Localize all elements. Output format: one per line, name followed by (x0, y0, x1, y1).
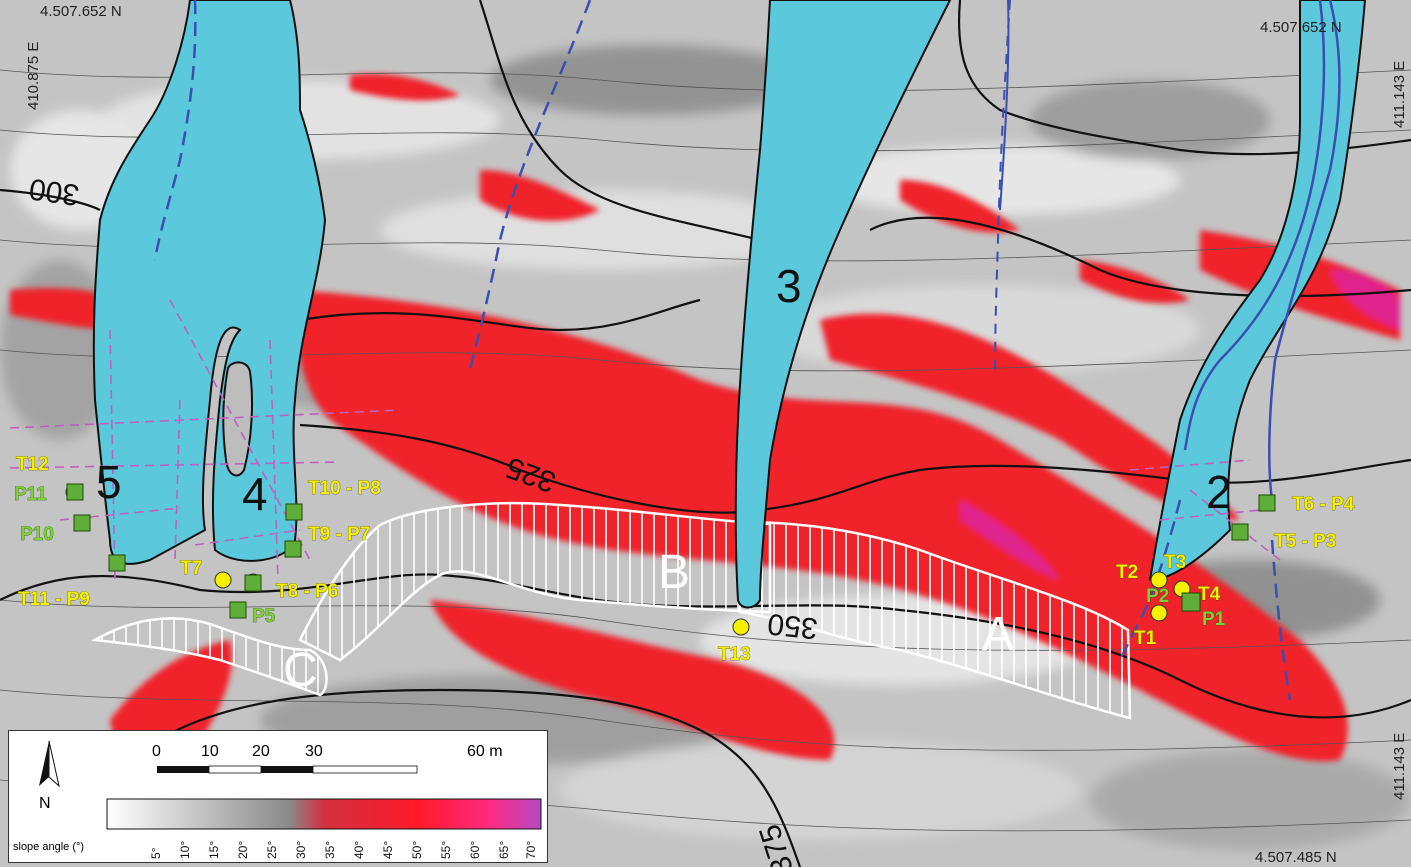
contour-350-label: 350 (766, 607, 819, 645)
zone-a-polygon (738, 520, 1132, 720)
zone-a-label: A (982, 608, 1014, 661)
point-label-t11-p9: T11 - P9 (18, 589, 90, 610)
channel-4-island (222, 361, 253, 477)
point-label-t8-p6: T8 - P6 (276, 581, 338, 602)
coord-top-right-e: 411.143 E (1391, 61, 1408, 128)
green-markers (66, 483, 1276, 619)
channel-5-label: 5 (96, 456, 122, 508)
north-arrow-icon (39, 740, 60, 788)
point-label-t7: T7 (180, 558, 202, 579)
point-label-p2: P2 (1146, 586, 1169, 607)
tick-30: 30° (294, 840, 308, 859)
channel-5-4-body (92, 0, 327, 565)
point-label-t2: T2 (1116, 562, 1138, 583)
coord-top-left-n: 4.507.652 N (40, 3, 122, 20)
channel-2-label: 2 (1206, 466, 1232, 518)
point-label-t3: T3 (1164, 552, 1186, 573)
tick-10: 10° (178, 840, 192, 859)
tick-65: 65° (497, 840, 511, 859)
zone-b-polygon (298, 501, 772, 662)
coordinate-labels: 4.507.652 N 4.507.652 N 4.507.485 N 410.… (25, 3, 1408, 866)
point-label-p1: P1 (1202, 609, 1226, 630)
gradient-title: slope angle (°) (13, 841, 85, 853)
zone-b-label: B (658, 546, 690, 599)
point-label-t4: T4 (1198, 584, 1221, 605)
stream-lines (153, 0, 1341, 701)
point-label-t6-p4: T6 - P4 (1292, 494, 1355, 515)
zone-c-polygon (91, 617, 328, 697)
sampling-points (65, 483, 1276, 636)
point-label-t10-p8: T10 - P8 (308, 478, 381, 499)
point-label-t12: T12 (16, 454, 49, 475)
channel-3-body (734, 0, 952, 609)
point-label-p10: P10 (20, 524, 54, 545)
scale-label-10: 10 (201, 743, 219, 760)
channel-3-label: 3 (776, 260, 802, 312)
zone-labels: A B C (283, 546, 1014, 697)
point-label-t13: T13 (718, 644, 751, 665)
tick-40: 40° (352, 840, 366, 859)
coord-bottom-right-n: 4.507.485 N (1255, 849, 1337, 866)
point-label-p5: P5 (252, 606, 276, 627)
tick-25: 25° (265, 840, 279, 859)
point-label-t9-p7: T9 - P7 (308, 524, 370, 545)
channel-labels: 5 4 3 2 (96, 260, 1232, 520)
coord-top-right-n: 4.507.652 N (1260, 19, 1342, 36)
point-labels: T12 T10 - P8 T9 - P7 T7 T8 - P6 T11 - P9… (14, 454, 1355, 666)
point-label-t5-p3: T5 - P3 (1274, 531, 1336, 552)
north-label: N (39, 795, 51, 812)
slope-gradient-bar (106, 798, 542, 830)
tick-55: 55° (439, 840, 453, 859)
tick-60: 60° (468, 840, 482, 859)
scale-label-60: 60 m (467, 743, 503, 760)
contour-300-label: 300 (27, 172, 81, 212)
coord-right-mid-e: 411.143 E (1391, 733, 1408, 800)
scale-label-0: 0 (152, 743, 161, 760)
tick-50: 50° (410, 840, 424, 859)
map-legend: N 0 10 20 30 60 m slope angle (°) 5° 10°… (8, 730, 548, 863)
zone-polygons (91, 501, 1132, 720)
tick-15: 15° (207, 840, 221, 859)
zone-c-label: C (283, 644, 318, 697)
tick-5: 5° (149, 847, 163, 859)
tick-35: 35° (323, 840, 337, 859)
point-label-t1: T1 (1134, 628, 1157, 649)
coord-top-left-e: 410.875 E (25, 42, 42, 110)
transect-lines (9, 299, 1281, 581)
scale-label-20: 20 (252, 743, 270, 760)
scale-label-30: 30 (305, 743, 323, 760)
point-label-p11: P11 (14, 484, 47, 505)
channel-4-label: 4 (242, 468, 268, 520)
tick-70: 70° (524, 840, 538, 859)
tick-45: 45° (381, 840, 395, 859)
tick-20: 20° (236, 840, 250, 859)
scale-bar (157, 765, 418, 774)
